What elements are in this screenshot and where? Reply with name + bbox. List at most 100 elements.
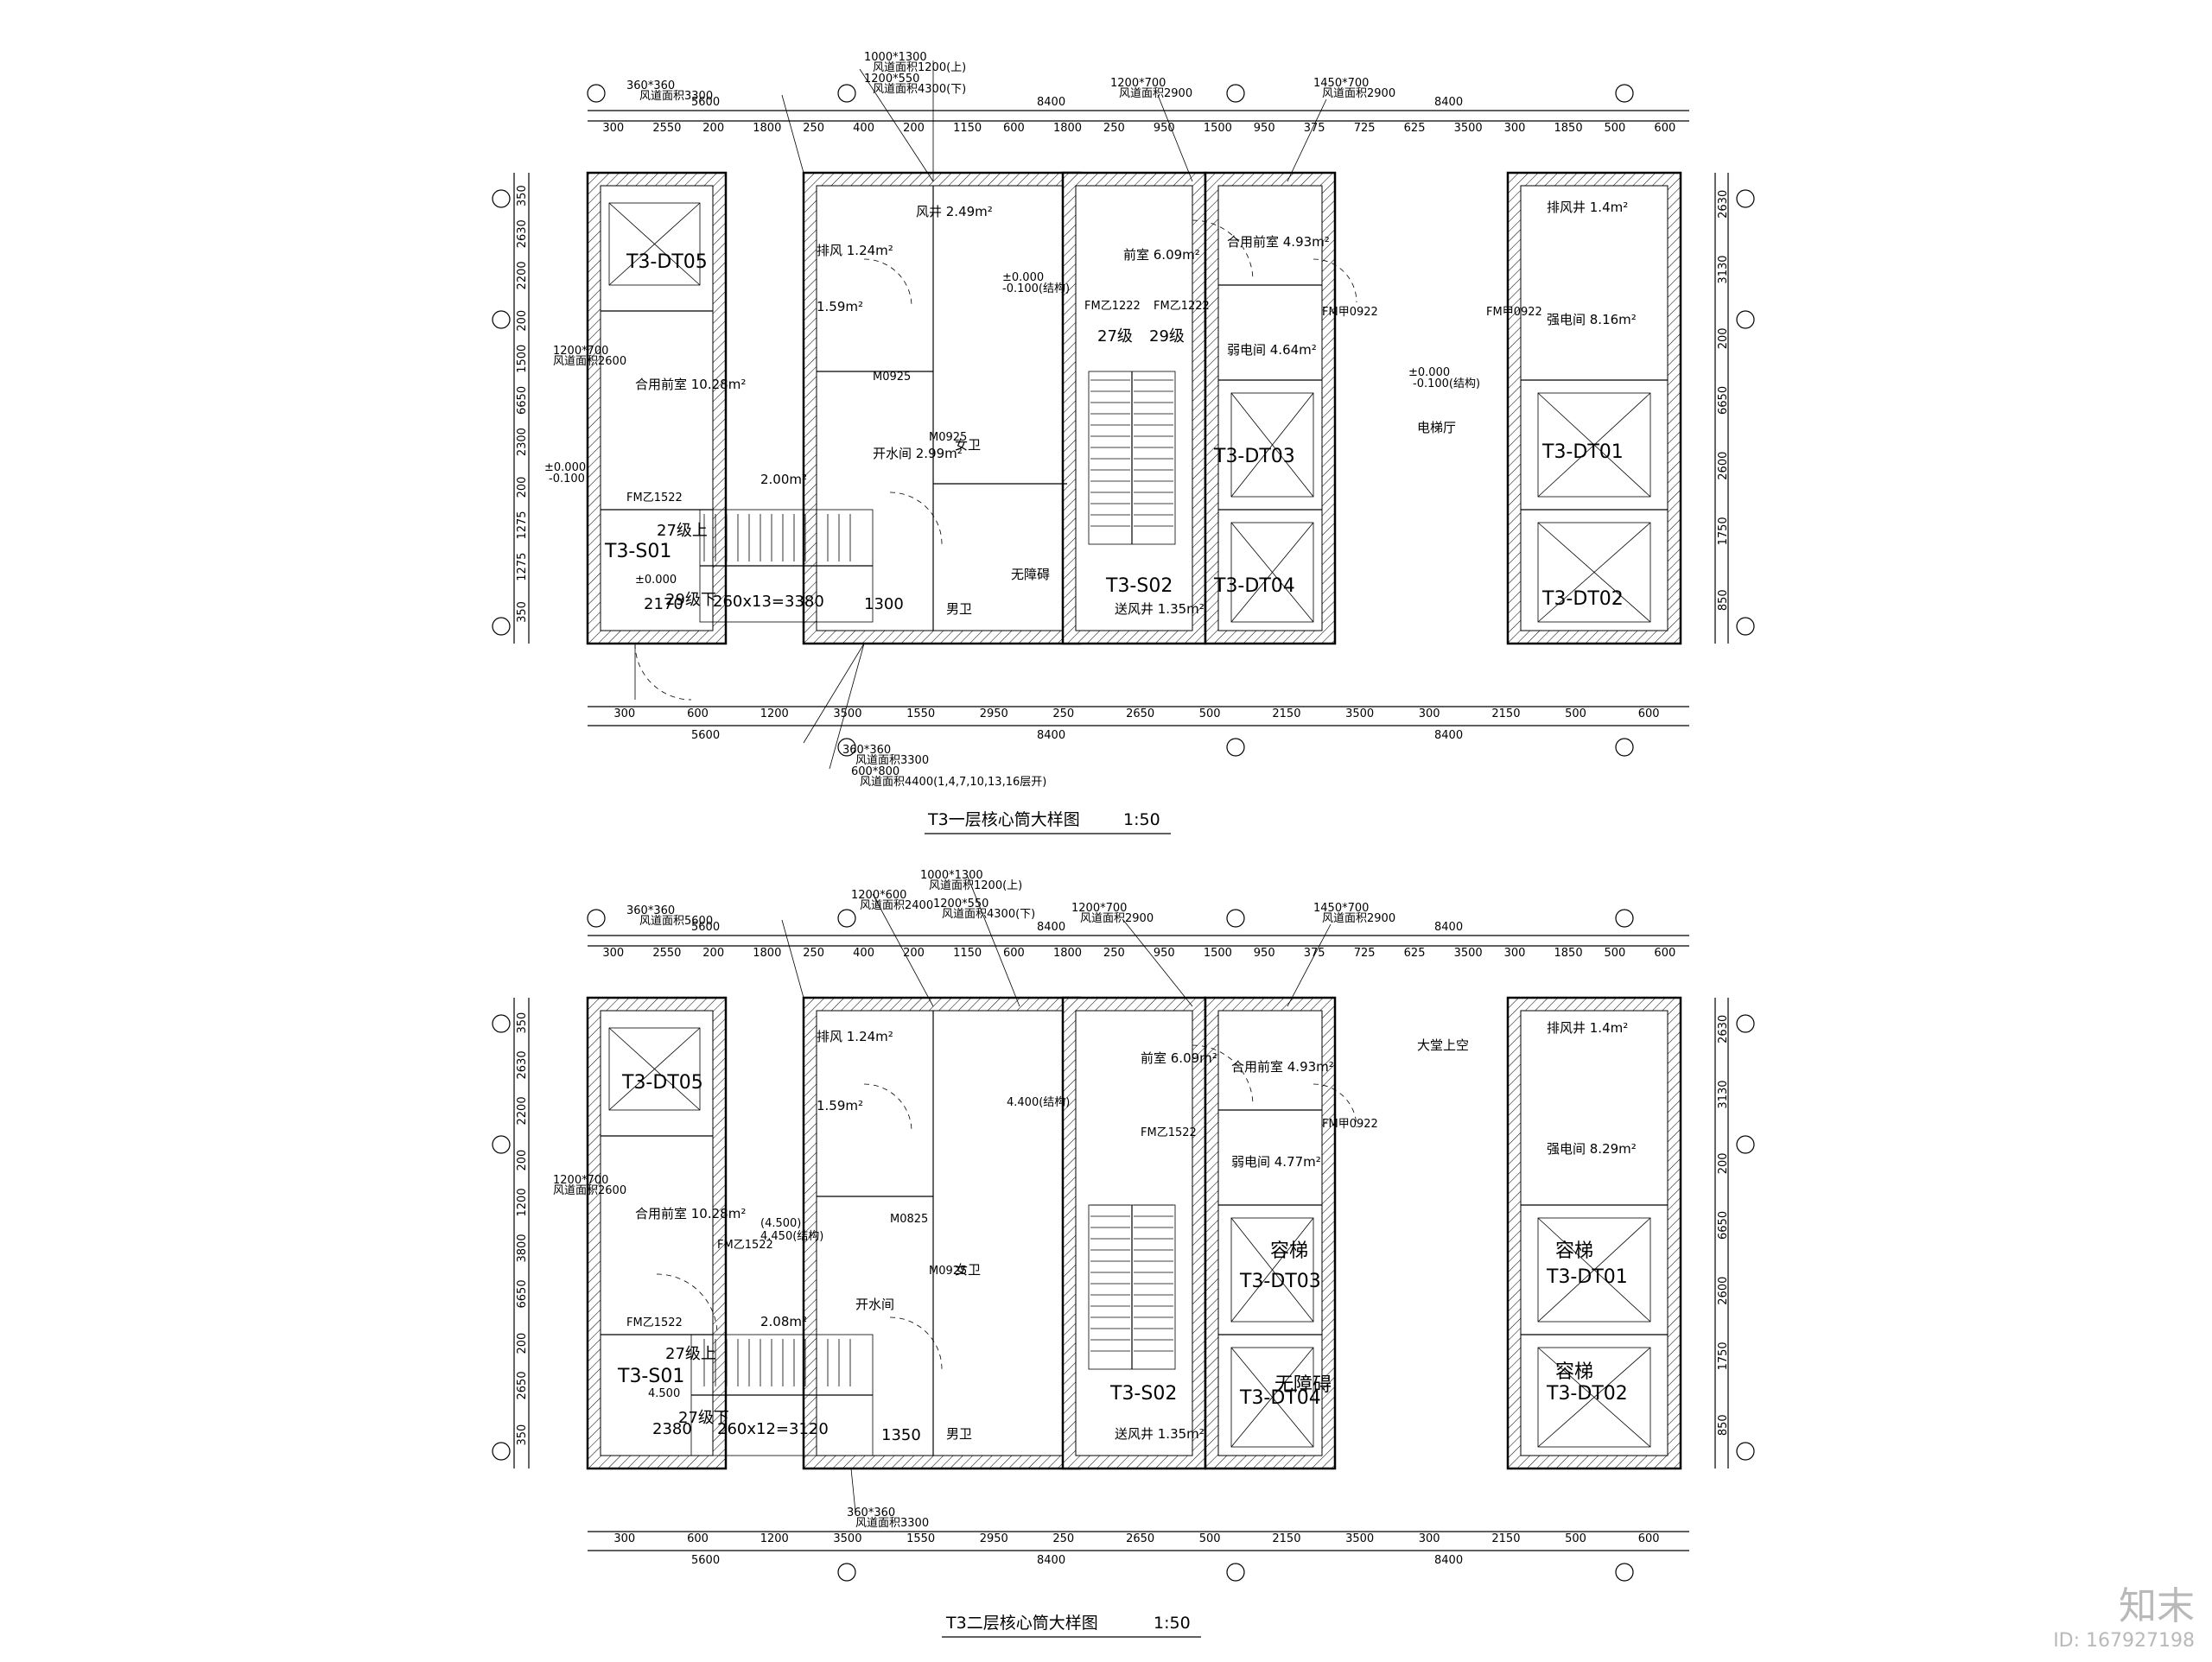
duct-callout: 360*360 <box>626 79 675 92</box>
bottom-dim-total: 8400 <box>1434 729 1463 742</box>
bottom-dim-label: 3500 <box>833 707 861 720</box>
axis-bubble <box>492 617 511 636</box>
top-dim-label: 300 <box>1504 947 1526 960</box>
top-dim-label: 1800 <box>1053 122 1082 135</box>
door-label: FM乙1222 <box>1084 300 1141 313</box>
watermark-logo: 知末 <box>2119 1584 2195 1628</box>
duct-callout: 1450*700 <box>1313 902 1369 915</box>
axis-bubble <box>1736 617 1755 636</box>
left-dim-label: 6650 <box>516 386 529 415</box>
axis-bubble <box>587 84 606 103</box>
watermark-id: ID: 167927198 <box>2053 1630 2195 1652</box>
lift-shaft-dt03 <box>1230 392 1314 498</box>
duct-callout: 600*800 <box>851 765 899 778</box>
room-label: 2.08m² <box>760 1314 807 1329</box>
bottom-dim-total: 8400 <box>1037 1554 1065 1567</box>
right-dim-label: 3130 <box>1717 1080 1730 1108</box>
right-dim-label: 850 <box>1717 589 1730 611</box>
top-dim-label: 1150 <box>953 122 982 135</box>
left-dim-label: 350 <box>516 185 529 206</box>
axis-bubble <box>1615 1563 1634 1582</box>
duct-callout: 风道面积2600 <box>553 1184 626 1197</box>
lift-shaft-dt04 <box>1230 522 1314 623</box>
top-dim-label: 600 <box>1654 122 1675 135</box>
bottom-dim-label: 2150 <box>1491 1532 1520 1545</box>
room-label: 2.00m² <box>760 472 807 487</box>
axis-bubble <box>1226 909 1245 928</box>
top-dim-label: 500 <box>1604 947 1625 960</box>
axis-bubble <box>1736 1014 1755 1033</box>
top-dim-label: 250 <box>803 122 824 135</box>
axis-bubble <box>837 84 856 103</box>
room-label: 开水间 <box>855 1297 894 1312</box>
top-dim-label: 375 <box>1304 947 1325 960</box>
room-label: 开水间 2.99m² <box>873 446 963 461</box>
level-label: ±0.000 <box>544 461 586 474</box>
top-dim-label: 250 <box>803 947 824 960</box>
room-label: 1.59m² <box>817 299 863 314</box>
equipment-tag: T3-DT05 <box>626 251 708 273</box>
door-label: M0925 <box>873 371 911 384</box>
right-dim-label: 2600 <box>1717 452 1730 480</box>
axis-bubble <box>1736 1135 1755 1154</box>
door-label: FM乙1522 <box>1141 1126 1197 1139</box>
room-label: 男卫 <box>946 1426 972 1442</box>
door-label: FM乙1522 <box>717 1239 773 1252</box>
room-label: 1.59m² <box>817 1098 863 1113</box>
equipment-tag: T3-DT04 <box>1239 1387 1321 1409</box>
axis-bubble <box>492 1014 511 1033</box>
duct-callout: 风道面积3300 <box>855 1517 929 1530</box>
left-dim-label: 6650 <box>516 1279 529 1308</box>
equipment-tag: T3-DT04 <box>1213 575 1295 597</box>
equipment-tag: T3-S01 <box>617 1366 684 1387</box>
duct-callout: 360*360 <box>842 744 891 757</box>
duct-callout: 风道面积3300 <box>855 754 929 767</box>
top-dim-label: 1800 <box>753 122 781 135</box>
duct-callout: 1000*1300 <box>864 51 927 64</box>
bottom-dim-label: 1200 <box>760 1532 789 1545</box>
axis-bubbles-top <box>587 84 1634 103</box>
bottom-dim-label: 300 <box>613 707 635 720</box>
top-dim-label: 600 <box>1654 947 1675 960</box>
equipment-tag: T3-DT03 <box>1239 1271 1321 1292</box>
top-dim-label: 300 <box>1504 122 1526 135</box>
equipment-tag: 容梯 <box>1555 1240 1593 1262</box>
top-dim-label: 950 <box>1254 122 1275 135</box>
left-dim-label: 200 <box>516 1333 529 1354</box>
room-label: 大堂上空 <box>1417 1037 1469 1053</box>
axis-bubble <box>1615 84 1634 103</box>
duct-callout: 1200*700 <box>1071 902 1127 915</box>
top-dim-label: 625 <box>1404 122 1426 135</box>
room-label: 电梯厅 <box>1417 420 1456 435</box>
axis-bubble <box>492 310 511 329</box>
equipment-tag: T3-DT02 <box>1546 1383 1628 1405</box>
top-dim-label: 600 <box>1003 947 1025 960</box>
door-label: FM甲0922 <box>1322 306 1378 319</box>
bottom-dim-label: 300 <box>1419 1532 1440 1545</box>
stair-label: 2170 <box>644 595 683 613</box>
right-dim-label: 2600 <box>1717 1277 1730 1305</box>
duct-callout: 风道面积4300(下) <box>873 83 966 96</box>
bottom-dim-label: 2650 <box>1126 1532 1154 1545</box>
room-label: 排风 1.24m² <box>817 243 893 258</box>
bottom-dim-total: 5600 <box>691 1554 720 1567</box>
right-dim-label: 1750 <box>1717 517 1730 545</box>
right-dim-label: 2630 <box>1717 190 1730 219</box>
top-dim-label: 950 <box>1154 122 1175 135</box>
level-label: -0.100(结构) <box>1413 377 1480 390</box>
left-dim-label: 1275 <box>516 553 529 581</box>
axis-bubble <box>837 738 856 757</box>
left-dim-label: 1200 <box>516 1188 529 1216</box>
right-dim-label: 200 <box>1717 1152 1730 1174</box>
bottom-dim-label: 250 <box>1052 1532 1074 1545</box>
left-dim-label: 350 <box>516 1012 529 1034</box>
bottom-dim-label: 600 <box>687 1532 709 1545</box>
left-dim-label: 200 <box>516 1150 529 1171</box>
